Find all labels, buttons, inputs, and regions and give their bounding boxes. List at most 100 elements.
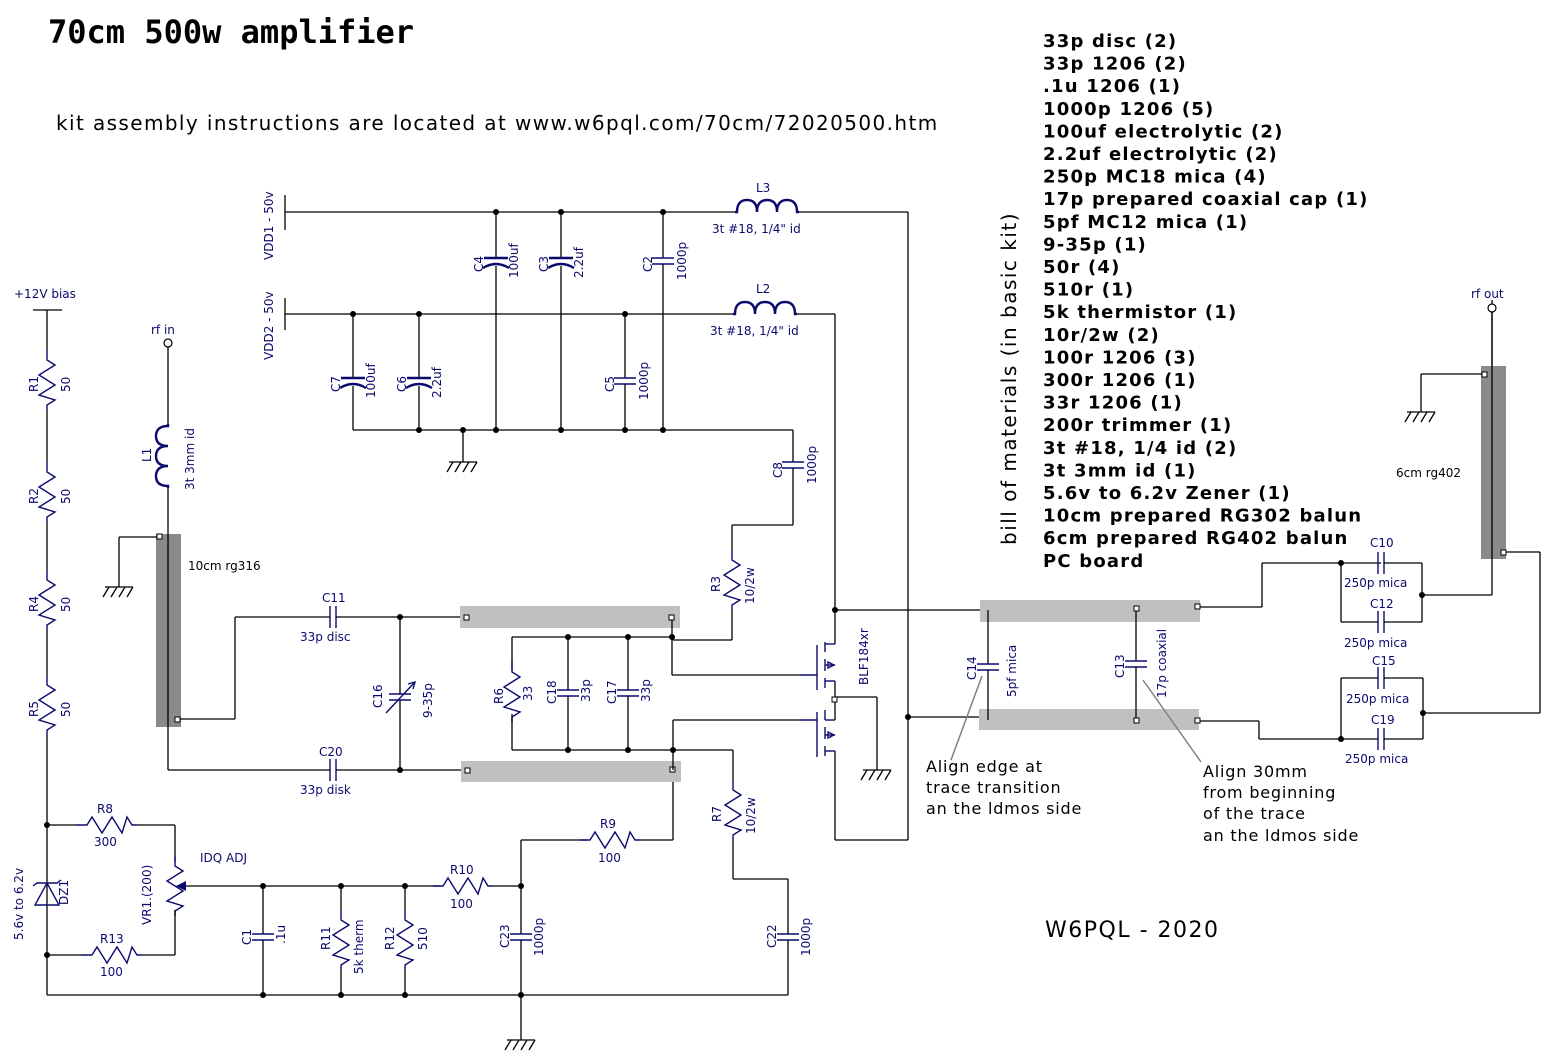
capacitor-C19 bbox=[1377, 727, 1385, 751]
junction-dot bbox=[622, 427, 628, 433]
bom-item: 1000p 1206 (5) bbox=[1043, 99, 1214, 120]
ldmos-transistor-Q1 bbox=[800, 642, 836, 757]
R13-ref: R13 bbox=[100, 932, 124, 946]
signature: W6PQL - 2020 bbox=[1045, 918, 1220, 943]
C2-ref: C2 bbox=[641, 256, 655, 272]
output-trace-bottom bbox=[979, 709, 1199, 730]
junction-dot bbox=[1338, 736, 1344, 742]
capacitor-C18 bbox=[556, 689, 580, 697]
R6-ref: R6 bbox=[492, 688, 506, 704]
C18-ref: C18 bbox=[545, 680, 559, 704]
bom-item: 10cm prepared RG302 balun bbox=[1043, 506, 1362, 527]
VR1-label: IDQ ADJ bbox=[200, 851, 247, 865]
ground-symbol bbox=[1404, 411, 1436, 423]
junction-dot bbox=[669, 634, 675, 640]
VR1-ref: VR1.(200) bbox=[140, 865, 154, 925]
junction-dot bbox=[397, 614, 403, 620]
junction-dot bbox=[44, 952, 50, 958]
page-title: 70cm 500w amplifier bbox=[48, 13, 414, 51]
bom-list: 33p disc (2)33p 1206 (2).1u 1206 (1)1000… bbox=[1043, 31, 1369, 572]
resistor-R4 bbox=[38, 569, 56, 631]
c14-note-line: an the ldmos side bbox=[926, 799, 1082, 818]
bom-item: 33r 1206 (1) bbox=[1043, 393, 1183, 414]
ground-symbol bbox=[860, 769, 892, 781]
input-balun-label: 10cm rg316 bbox=[188, 559, 261, 573]
bom-item: 510r (1) bbox=[1043, 280, 1134, 301]
R6-value: 33 bbox=[521, 686, 535, 701]
resistor-R2 bbox=[38, 461, 56, 523]
R8-value: 300 bbox=[94, 835, 117, 849]
c14-note-line: Align edge at bbox=[926, 757, 1043, 776]
R5-ref: R5 bbox=[27, 701, 41, 717]
R4-value: 50 bbox=[59, 597, 73, 612]
vdd2-label: VDD2 - 50v bbox=[262, 291, 276, 360]
c13-note-line: of the trace bbox=[1203, 804, 1306, 823]
C16-value: 9-35p bbox=[421, 683, 435, 718]
capacitor-C12 bbox=[1377, 610, 1385, 634]
bom-item: 33p disc (2) bbox=[1043, 31, 1177, 52]
junction-dot bbox=[1420, 710, 1426, 716]
bom-item: 17p prepared coaxial cap (1) bbox=[1043, 189, 1369, 210]
resistor-R8 bbox=[76, 816, 138, 834]
rf-out-port[interactable] bbox=[1487, 303, 1497, 313]
output-balun-label: 6cm rg402 bbox=[1396, 466, 1461, 480]
L2-value: 3t #18, 1/4" id bbox=[710, 324, 799, 338]
bom-item: 9-35p (1) bbox=[1043, 234, 1147, 255]
junction-dot bbox=[670, 747, 676, 753]
resistor-R7 bbox=[724, 779, 742, 841]
output-balun-coax bbox=[1481, 366, 1506, 559]
C1-value: .1u bbox=[274, 925, 288, 944]
junction-dot bbox=[565, 747, 571, 753]
C22-value: 1000p bbox=[799, 918, 813, 956]
C2-value: 1000p bbox=[675, 242, 689, 280]
bias-label: +12V bias bbox=[14, 287, 76, 301]
C14-value: 5pf mica bbox=[1005, 645, 1019, 697]
C4-value: 100uf bbox=[507, 242, 521, 278]
resistor-R1 bbox=[38, 349, 56, 411]
bom-item: 100r 1206 (3) bbox=[1043, 347, 1197, 368]
junction-dot bbox=[1419, 592, 1425, 598]
assembly-instructions-note: kit assembly instructions are located at… bbox=[56, 111, 939, 135]
junction-dot bbox=[493, 209, 499, 215]
ground-symbol bbox=[446, 461, 478, 473]
junction-dot bbox=[622, 311, 628, 317]
c14-note-line: trace transition bbox=[926, 778, 1061, 797]
junction-dot bbox=[558, 427, 564, 433]
junction-dot bbox=[1338, 560, 1344, 566]
resistor-R13 bbox=[81, 946, 143, 964]
C20-value: 33p disk bbox=[300, 783, 351, 797]
C7-value: 100uf bbox=[364, 362, 378, 398]
L1-ref: L1 bbox=[140, 448, 154, 462]
C10-ref: C10 bbox=[1370, 536, 1394, 550]
junction-dot bbox=[260, 883, 266, 889]
bom-item: 100uf electrolytic (2) bbox=[1043, 121, 1284, 142]
input-trace-top bbox=[460, 606, 680, 628]
C10-value: 250p mica bbox=[1344, 576, 1407, 590]
c13-note-line: Align 30mm bbox=[1203, 762, 1308, 781]
bom-item: 6cm prepared RG402 balun bbox=[1043, 528, 1349, 549]
ground-symbol bbox=[102, 586, 134, 598]
L3-value: 3t #18, 1/4" id bbox=[712, 222, 801, 236]
C15-ref: C15 bbox=[1372, 654, 1396, 668]
bom-item: 33p 1206 (2) bbox=[1043, 54, 1187, 75]
junction-dot bbox=[416, 427, 422, 433]
input-trace-bottom bbox=[461, 761, 681, 782]
capacitor-C14 bbox=[976, 663, 1000, 671]
junction-dot bbox=[402, 992, 408, 998]
L2-ref: L2 bbox=[756, 282, 770, 296]
junction-dot bbox=[660, 427, 666, 433]
junction-dot bbox=[660, 209, 666, 215]
junction-dot bbox=[338, 992, 344, 998]
capacitor-C15 bbox=[1377, 666, 1385, 690]
wiper-arrow-icon bbox=[176, 881, 186, 891]
R5-value: 50 bbox=[59, 702, 73, 717]
R2-value: 50 bbox=[59, 489, 73, 504]
capacitor-C23 bbox=[509, 933, 533, 941]
junction-dot bbox=[260, 992, 266, 998]
rf-in-port[interactable] bbox=[163, 338, 173, 348]
bom-item: .1u 1206 (1) bbox=[1043, 76, 1181, 97]
R4-ref: R4 bbox=[27, 596, 41, 612]
C17-ref: C17 bbox=[605, 680, 619, 704]
C11-value: 33p disc bbox=[300, 630, 351, 644]
